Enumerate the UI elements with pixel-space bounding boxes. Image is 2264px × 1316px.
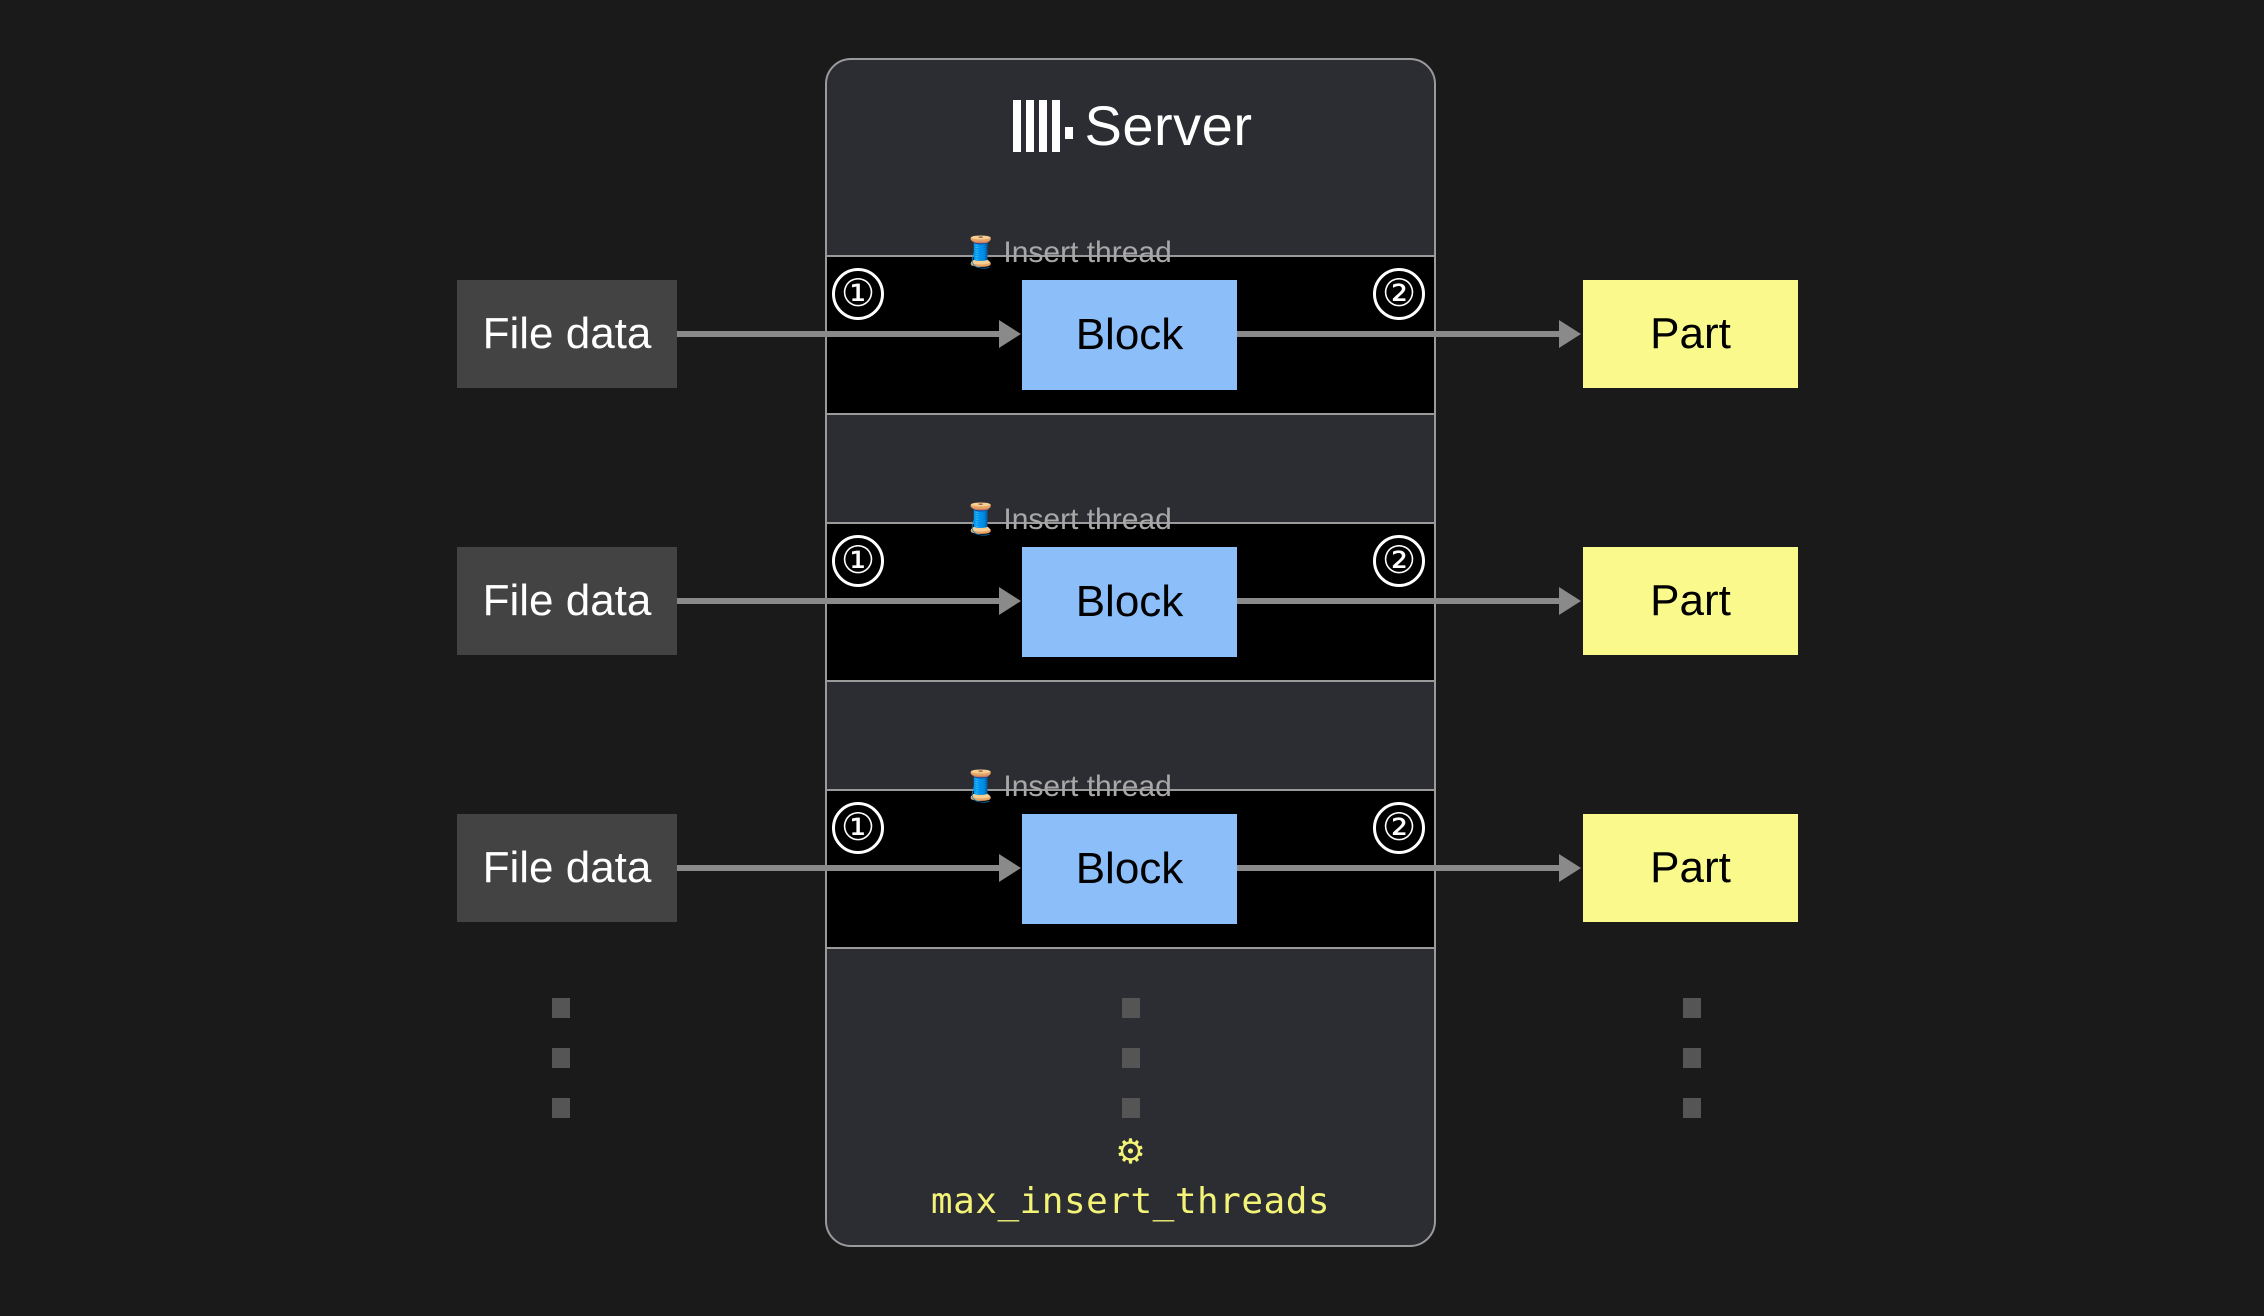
gear-icon: ⚙ [1115, 1133, 1146, 1171]
ellipsis-parts [1683, 998, 1701, 1148]
step-marker-3b: ② [1373, 802, 1425, 854]
insert-thread-label-text: Insert thread [1003, 503, 1172, 536]
insert-thread-label-text: Insert thread [1003, 236, 1172, 269]
step-marker-2a: ① [832, 535, 884, 587]
setting-name-label: max_insert_threads [930, 1181, 1331, 1222]
setting-annotation: ⚙ max_insert_threads [825, 1135, 1436, 1222]
ellipsis-file-data [552, 998, 570, 1148]
step-marker-2b: ② [1373, 535, 1425, 587]
insert-thread-label-2: 🧵 Insert thread [962, 502, 1172, 538]
thread-spool-icon: 🧵 [962, 503, 1000, 536]
server-title-text: Server [1084, 94, 1253, 157]
insert-thread-label-text: Insert thread [1003, 770, 1172, 803]
thread-spool-icon: 🧵 [962, 236, 1000, 269]
ellipsis-square [552, 1098, 570, 1118]
ellipsis-threads [1122, 998, 1140, 1148]
insert-thread-label-1: 🧵 Insert thread [962, 235, 1172, 271]
step-marker-1b: ② [1373, 268, 1425, 320]
server-title: Server [827, 94, 1434, 157]
ellipsis-square [1683, 1048, 1701, 1068]
ellipsis-square [1683, 1098, 1701, 1118]
part-box-1: Part [1583, 280, 1798, 388]
clickhouse-logo-icon [1012, 100, 1073, 152]
thread-spool-icon: 🧵 [962, 770, 1000, 803]
step-marker-3a: ① [832, 802, 884, 854]
arrow-block-to-part-1 [1237, 320, 1581, 348]
arrow-file-to-block-2 [677, 587, 1021, 615]
arrow-block-to-part-2 [1237, 587, 1581, 615]
file-data-box-1: File data [457, 280, 677, 388]
file-data-box-2: File data [457, 547, 677, 655]
block-box-2: Block [1022, 547, 1237, 657]
arrow-block-to-part-3 [1237, 854, 1581, 882]
part-box-2: Part [1583, 547, 1798, 655]
step-marker-1a: ① [832, 268, 884, 320]
arrow-file-to-block-3 [677, 854, 1021, 882]
ellipsis-square [1122, 1048, 1140, 1068]
file-data-box-3: File data [457, 814, 677, 922]
part-box-3: Part [1583, 814, 1798, 922]
insert-thread-label-3: 🧵 Insert thread [962, 769, 1172, 805]
ellipsis-square [1122, 998, 1140, 1018]
block-box-3: Block [1022, 814, 1237, 924]
ellipsis-square [552, 1048, 570, 1068]
arrow-file-to-block-1 [677, 320, 1021, 348]
ellipsis-square [552, 998, 570, 1018]
block-box-1: Block [1022, 280, 1237, 390]
ellipsis-square [1683, 998, 1701, 1018]
ellipsis-square [1122, 1098, 1140, 1118]
